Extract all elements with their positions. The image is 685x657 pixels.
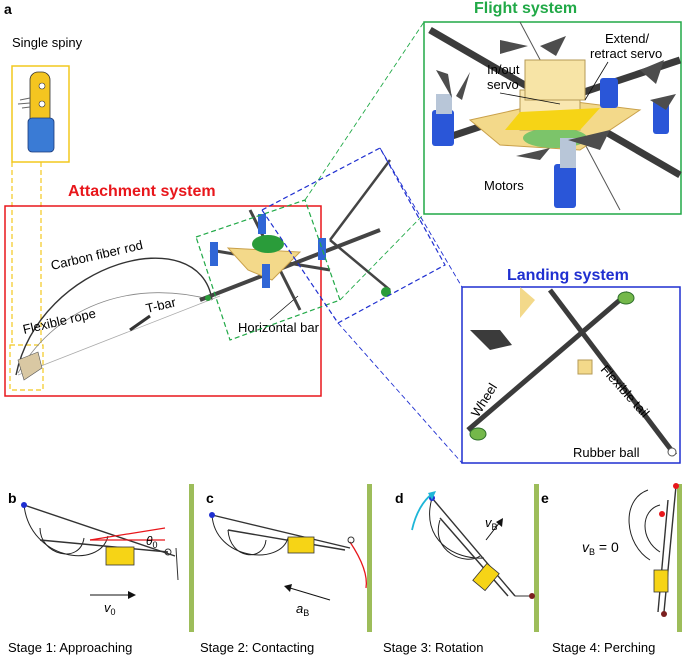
stage-b-velocity: v0 <box>104 600 116 617</box>
stage-c-diagram <box>209 484 372 632</box>
attachment-system-box <box>4 205 322 397</box>
landing-system-title: Landing system <box>507 267 629 284</box>
extend-servo-label-line2: retract servo <box>590 46 662 61</box>
stage-e-equation: vB = 0 <box>582 539 619 557</box>
stage-d-caption: Stage 3: Rotation <box>383 640 483 655</box>
flight-zoom-region <box>195 199 341 341</box>
drone-assembly <box>199 159 391 311</box>
stage-e-caption: Stage 4: Perching <box>552 640 655 655</box>
flight-system-render <box>428 21 682 211</box>
stage-b-diagram <box>21 484 194 632</box>
panel-a-letter: a <box>4 1 12 17</box>
stage-e-letter: e <box>541 490 549 506</box>
flexible-rope-label: Flexible rope <box>21 306 97 337</box>
landing-zoom-region <box>261 147 446 324</box>
stage-e-wall <box>677 484 682 632</box>
stage-c-wall <box>367 484 372 632</box>
inout-servo-label-line1: In/out <box>487 62 520 77</box>
stage-c-caption: Stage 2: Contacting <box>200 640 314 655</box>
single-spiny-render <box>17 71 55 153</box>
flexible-rope <box>17 292 213 374</box>
t-bar <box>129 314 151 332</box>
rubber-ball-label: Rubber ball <box>573 445 640 460</box>
landing-system-box <box>461 286 681 464</box>
stage-d-wall <box>534 484 539 632</box>
carbon-fiber-rod-label: Carbon fiber rod <box>49 237 144 273</box>
stage-b-letter: b <box>8 490 17 506</box>
motors-label: Motors <box>484 178 524 193</box>
stage-b-wall <box>189 484 194 632</box>
spiny-array <box>17 351 43 381</box>
flight-system-title: Flight system <box>474 0 577 17</box>
stage-c-accel: aB <box>296 601 309 618</box>
attachment-system-title: Attachment system <box>68 183 216 200</box>
stage-b-theta: θ0 <box>146 534 158 550</box>
stage-e-diagram <box>628 483 682 632</box>
stage-d-velocity: vB <box>485 515 498 532</box>
inout-servo-label-line2: servo <box>487 77 519 92</box>
stage-d-letter: d <box>395 490 404 506</box>
landing-system-render <box>466 287 677 457</box>
horizontal-bar-label: Horizontal bar <box>238 320 320 335</box>
carbon-fiber-rod <box>15 257 213 376</box>
extend-servo-label-line1: Extend/ <box>605 31 649 46</box>
t-bar-label: T-bar <box>144 294 178 316</box>
stage-b-caption: Stage 1: Approaching <box>8 640 132 655</box>
stage-c-letter: c <box>206 490 214 506</box>
single-spiny-label: Single spiny <box>12 35 83 50</box>
stage-d-diagram <box>411 484 539 632</box>
